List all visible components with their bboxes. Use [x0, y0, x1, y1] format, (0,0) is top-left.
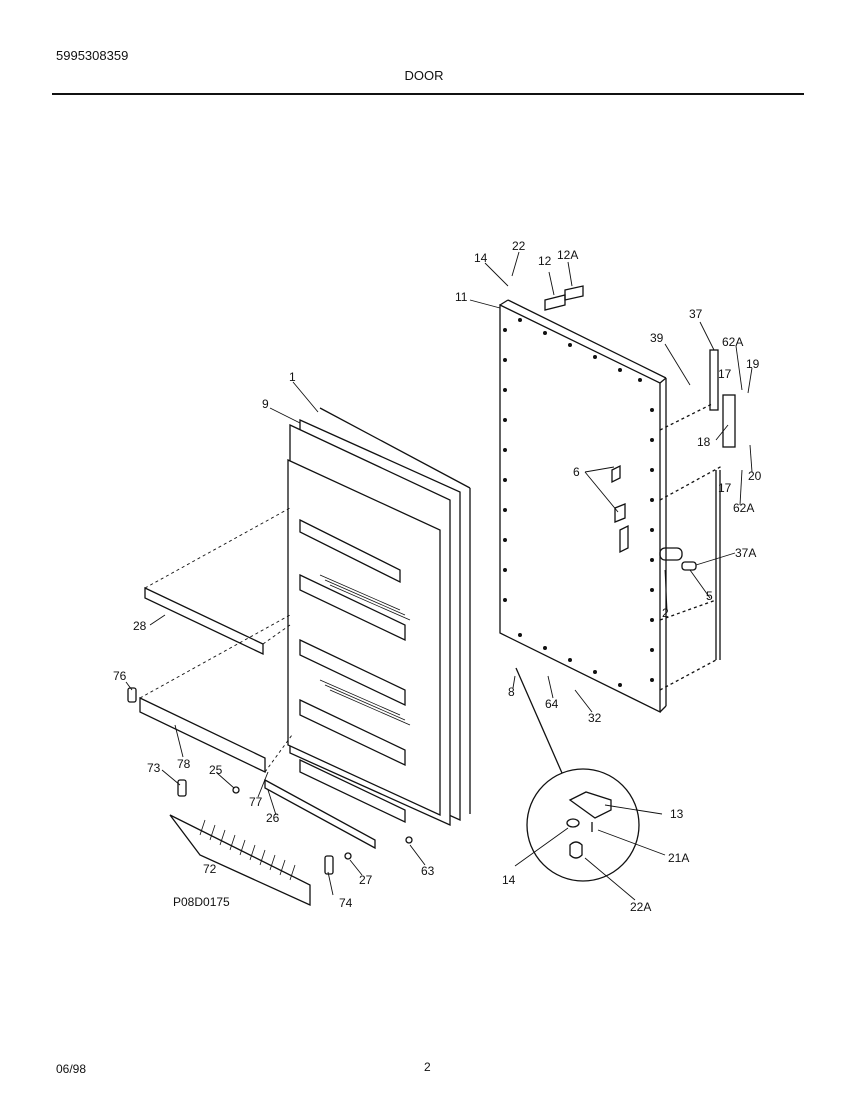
figure-id: P08D0175 — [173, 895, 230, 909]
callout-62a-bottom: 62A — [733, 501, 754, 515]
shelf-rail-28 — [144, 586, 264, 656]
callout-8: 8 — [508, 685, 515, 699]
callout-5: 5 — [706, 589, 713, 603]
page-number: 2 — [424, 1060, 431, 1074]
callout-22: 22 — [512, 239, 526, 253]
callout-13: 13 — [670, 807, 684, 821]
callout-37: 37 — [689, 307, 703, 321]
outer-door-panel — [499, 285, 736, 714]
door-basket — [169, 814, 311, 907]
callout-74: 74 — [339, 896, 353, 910]
callout-37a: 37A — [735, 546, 756, 560]
callout-12a: 12A — [557, 248, 578, 262]
callout-labels: 1 9 28 76 78 73 25 77 26 72 74 27 63 14 … — [113, 239, 762, 914]
callout-72: 72 — [203, 862, 217, 876]
callout-76: 76 — [113, 669, 127, 683]
callout-22a: 22A — [630, 900, 651, 914]
callout-28: 28 — [133, 619, 147, 633]
header-rule — [52, 93, 804, 95]
callout-17-bottom: 17 — [718, 481, 732, 495]
callout-25: 25 — [209, 763, 223, 777]
callout-26: 26 — [266, 811, 280, 825]
callout-63: 63 — [421, 864, 435, 878]
callout-27: 27 — [359, 873, 373, 887]
callout-12: 12 — [538, 254, 552, 268]
callout-64: 64 — [545, 697, 559, 711]
callout-73: 73 — [147, 761, 161, 775]
part-number: 5995308359 — [56, 48, 129, 63]
shelf-rail-26 — [264, 778, 376, 850]
callout-1: 1 — [289, 370, 296, 384]
callout-17-top: 17 — [718, 367, 732, 381]
callout-77: 77 — [249, 795, 263, 809]
callout-21a: 21A — [668, 851, 689, 865]
inner-door-liner — [287, 407, 471, 827]
callout-78: 78 — [177, 757, 191, 771]
callout-62a-top: 62A — [722, 335, 743, 349]
callout-leaders — [125, 251, 753, 901]
callout-19: 19 — [746, 357, 760, 371]
footer-date: 06/98 — [56, 1062, 87, 1076]
callout-18: 18 — [697, 435, 711, 449]
callout-39: 39 — [650, 331, 664, 345]
callout-14-top: 14 — [474, 251, 488, 265]
page-title: DOOR — [404, 68, 444, 83]
callout-11: 11 — [455, 290, 468, 304]
callout-6: 6 — [573, 465, 580, 479]
callout-32: 32 — [588, 711, 602, 725]
hinge-detail-inset — [515, 667, 640, 882]
callout-14-detail: 14 — [502, 873, 516, 887]
callout-2: 2 — [662, 606, 669, 620]
callout-9: 9 — [262, 397, 269, 411]
callout-20: 20 — [748, 469, 762, 483]
